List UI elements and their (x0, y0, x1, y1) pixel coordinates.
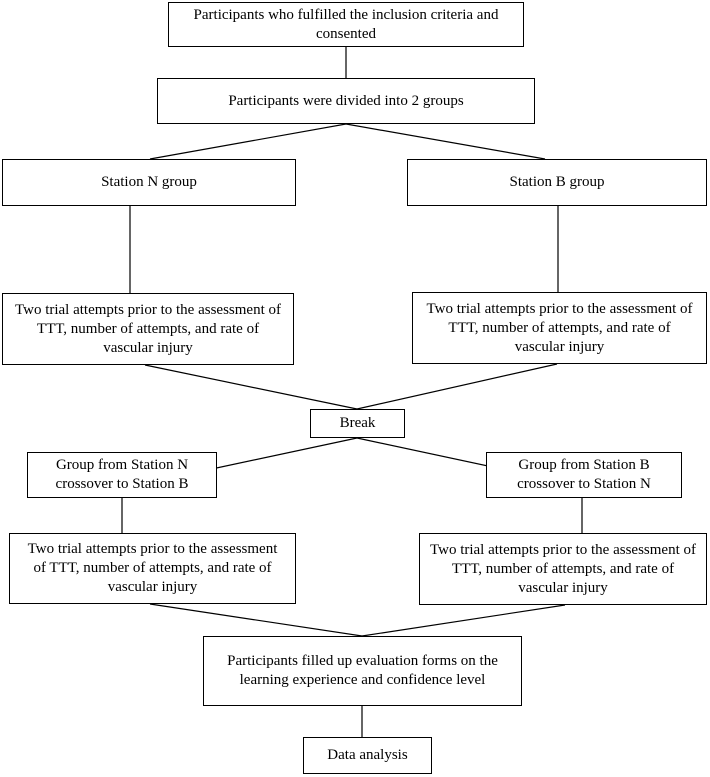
connector-divided-to-station-n (149, 123, 347, 160)
inclusion-box: Participants who fulfilled the inclusion… (168, 2, 524, 47)
station-n-group-text: Station N group (101, 174, 197, 190)
break-text: Break (339, 415, 376, 431)
connector-trial-right-to-evaluation (361, 604, 566, 637)
evaluation-box: Participants filled up evaluation forms … (203, 636, 522, 706)
crossover-n-to-b-box: Group from Station N crossover to Statio… (27, 452, 217, 498)
trial-box-station-b: Two trial attempts prior to the assessme… (412, 292, 707, 364)
data-analysis-text: Data analysis (327, 747, 408, 763)
data-analysis-box: Data analysis (303, 737, 432, 774)
break-box: Break (310, 409, 405, 438)
trial-box-crossover-right: Two trial attempts prior to the assessme… (419, 533, 707, 605)
inclusion-text: Participants who fulfilled the inclusion… (193, 6, 499, 42)
station-n-group-box: Station N group (2, 159, 296, 206)
trial-box-crossover-left: Two trial attempts prior to the assessme… (9, 533, 296, 604)
connector-trial-right-to-break (356, 363, 558, 410)
divided-box: Participants were divided into 2 groups (157, 78, 535, 124)
trial-box-station-n: Two trial attempts prior to the assessme… (2, 293, 294, 365)
crossover-b-to-n-box: Group from Station B crossover to Statio… (486, 452, 682, 498)
trial-text-crossover-right: Two trial attempts prior to the assessme… (430, 541, 696, 596)
crossover-n-to-b-text: Group from Station N crossover to Statio… (55, 457, 189, 492)
station-b-group-box: Station B group (407, 159, 707, 206)
trial-text-station-b: Two trial attempts prior to the assessme… (426, 300, 693, 355)
evaluation-text: Participants filled up evaluation forms … (227, 653, 498, 688)
trial-text-station-n: Two trial attempts prior to the assessme… (15, 301, 281, 356)
connector-divided-to-station-b (345, 123, 546, 160)
trial-text-crossover-left: Two trial attempts prior to the assessme… (27, 541, 278, 595)
crossover-b-to-n-text: Group from Station B crossover to Statio… (517, 457, 651, 492)
connector-trial-left-to-break (144, 364, 358, 410)
station-b-group-text: Station B group (509, 174, 605, 190)
connector-trial-left-to-evaluation (149, 603, 363, 637)
divided-text: Participants were divided into 2 groups (228, 92, 464, 109)
